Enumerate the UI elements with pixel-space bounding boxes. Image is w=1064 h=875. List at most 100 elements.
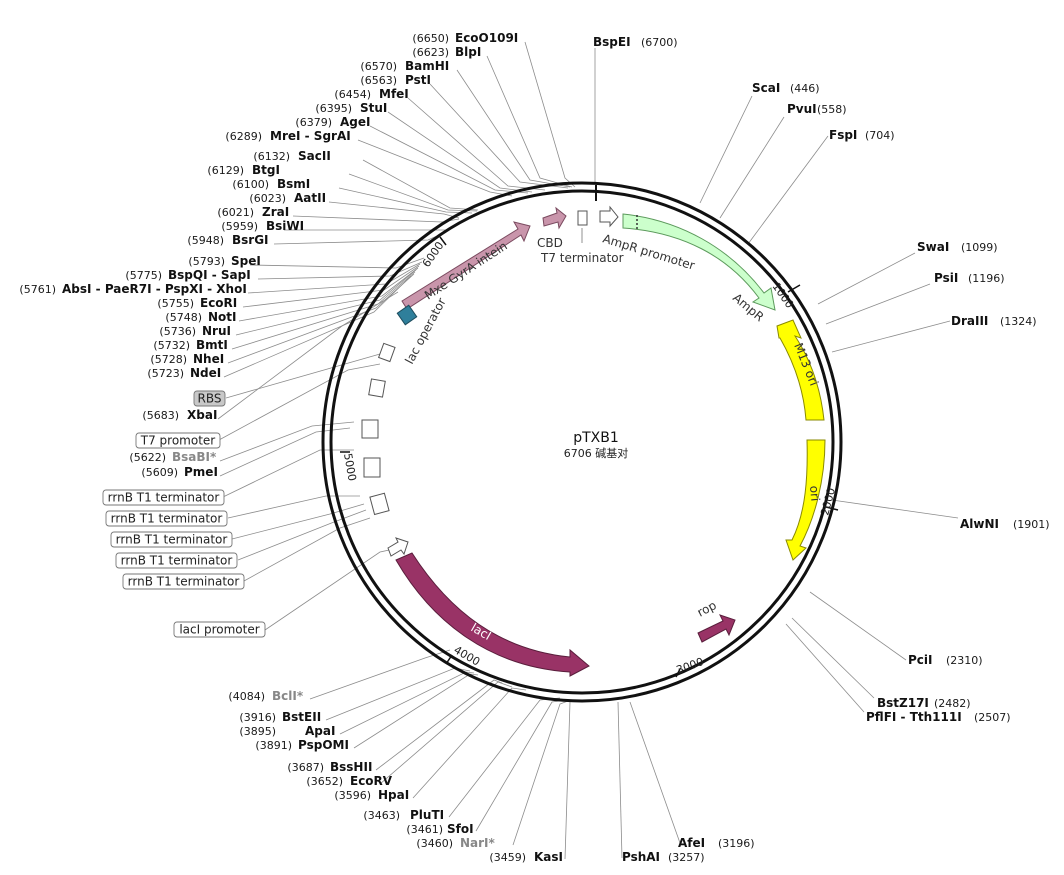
- feature-label: rrnB T1 terminator: [111, 512, 223, 526]
- rbs-box: [377, 342, 396, 363]
- ori-arrow: [785, 439, 826, 561]
- site-name: BsrGI: [232, 233, 269, 247]
- site-position: (6289): [225, 130, 262, 143]
- site-name: BsiWI: [266, 219, 304, 233]
- site-position: (6132): [253, 150, 290, 163]
- site-name: BsaBI*: [172, 450, 217, 464]
- boxed-labels: RBS T7 promoter rrnB T1 terminator rrnB T1 …: [102, 390, 266, 638]
- site-name: AbsI - PaeR7I - PspXI - XhoI: [62, 282, 247, 296]
- feature-label: lacI promoter: [179, 623, 259, 637]
- feature-label: rrnB T1 terminator: [116, 533, 228, 547]
- site-name: ZraI: [262, 205, 289, 219]
- site-position: (5609): [141, 466, 178, 479]
- site-name: StuI: [360, 101, 387, 115]
- site-position: (3257): [668, 851, 705, 864]
- tick-4000-mark: [445, 654, 453, 665]
- site-position: (6395): [315, 102, 352, 115]
- feature-label-box: [193, 390, 226, 407]
- site-name: EcoRV: [350, 774, 393, 788]
- feature-label-box: [105, 510, 228, 527]
- site-name: EcoRI: [200, 296, 237, 310]
- site-position: (3463): [363, 809, 400, 822]
- feature-label-box: [115, 552, 238, 569]
- site-name: NotI: [208, 310, 237, 324]
- site-position: (3461): [406, 823, 443, 836]
- site-position: (5723): [147, 367, 184, 380]
- site-position: (5948): [187, 234, 224, 247]
- m13-ori-arrow: [776, 319, 825, 421]
- site-name: BtgI: [252, 163, 280, 177]
- center-label: pTXB1 6706 碱基对: [564, 430, 629, 460]
- tick-1000-mark: [787, 284, 801, 293]
- site-name: PsiI: [934, 271, 958, 285]
- site-position: (5683): [142, 409, 179, 422]
- site-name: SpeI: [231, 254, 261, 268]
- feature-label-box: [122, 573, 245, 590]
- feature-label-box: [102, 489, 225, 506]
- ori-label: ori: [807, 485, 822, 502]
- site-name: PshAI: [622, 850, 660, 864]
- site-position: (4084): [228, 690, 265, 703]
- lac-operator-box: [396, 304, 418, 326]
- laci-arrow: [395, 552, 590, 677]
- feature-label-box: [135, 432, 221, 449]
- backbone-outer-ring: [321, 181, 843, 703]
- t7-promoter-box: [368, 378, 386, 398]
- site-name: NdeI: [190, 366, 221, 380]
- terminator-box-3: [369, 492, 390, 516]
- tick-6000: 6000: [420, 239, 447, 269]
- site-name: NarI*: [460, 836, 496, 850]
- site-name: BmtI: [196, 338, 228, 352]
- site-position: (5775): [125, 269, 162, 282]
- site-position: (3460): [416, 837, 453, 850]
- site-name: BamHI: [405, 59, 449, 73]
- site-name: BlpI: [455, 45, 481, 59]
- backbone-inner-ring: [329, 189, 835, 695]
- feature-label: RBS: [198, 392, 222, 406]
- site-name: AlwNI: [960, 517, 999, 531]
- site-position: (5748): [165, 311, 202, 324]
- feature-label: rrnB T1 terminator: [121, 554, 233, 568]
- site-name: PspOMI: [298, 738, 349, 752]
- site-position: (6379): [295, 116, 332, 129]
- site-name: SwaI: [917, 240, 949, 254]
- site-name: NheI: [193, 352, 224, 366]
- feature-label: T7 promoter: [140, 434, 216, 448]
- site-position: (446): [790, 82, 820, 95]
- terminator-box-2: [363, 457, 381, 478]
- site-name: EcoO109I: [455, 31, 518, 45]
- site-position: (1099): [961, 241, 998, 254]
- site-position: (6563): [360, 74, 397, 87]
- feature-label-box: [110, 531, 233, 548]
- site-position: (6100): [232, 178, 269, 191]
- site-position: (558): [817, 103, 847, 116]
- site-name: AgeI: [340, 115, 370, 129]
- site-name: BsmI: [277, 177, 310, 191]
- site-name: BspEI: [593, 35, 631, 49]
- site-name: HpaI: [378, 788, 409, 802]
- site-position: (3596): [334, 789, 371, 802]
- tick-6000-mark: [439, 236, 447, 246]
- site-position: (6650): [412, 32, 449, 45]
- feature-label-box: [173, 621, 266, 638]
- site-position: (1196): [968, 272, 1005, 285]
- site-name: PstI: [405, 73, 431, 87]
- left-site-labels: (6650)EcoO109I(6623)BlpI(6570)BamHI(6563…: [19, 31, 518, 479]
- t7-terminator-label: T7 terminator: [540, 251, 624, 265]
- site-position: (5761): [19, 283, 56, 296]
- rop-arrow: [697, 614, 736, 643]
- plasmid-length: 6706 碱基对: [564, 446, 629, 460]
- site-position: (6023): [249, 192, 286, 205]
- site-position: (2482): [934, 697, 971, 710]
- t7-terminator-box: [577, 210, 588, 226]
- tick-2000-mark: [825, 506, 839, 511]
- site-position: (6129): [207, 164, 244, 177]
- site-name: BssHII: [330, 760, 372, 774]
- site-name: BstZ17I: [877, 696, 929, 710]
- site-position: (5959): [221, 220, 258, 233]
- site-position: (3652): [306, 775, 343, 788]
- site-name: PciI: [908, 653, 933, 667]
- site-position: (5793): [188, 255, 225, 268]
- site-position: (6570): [360, 60, 397, 73]
